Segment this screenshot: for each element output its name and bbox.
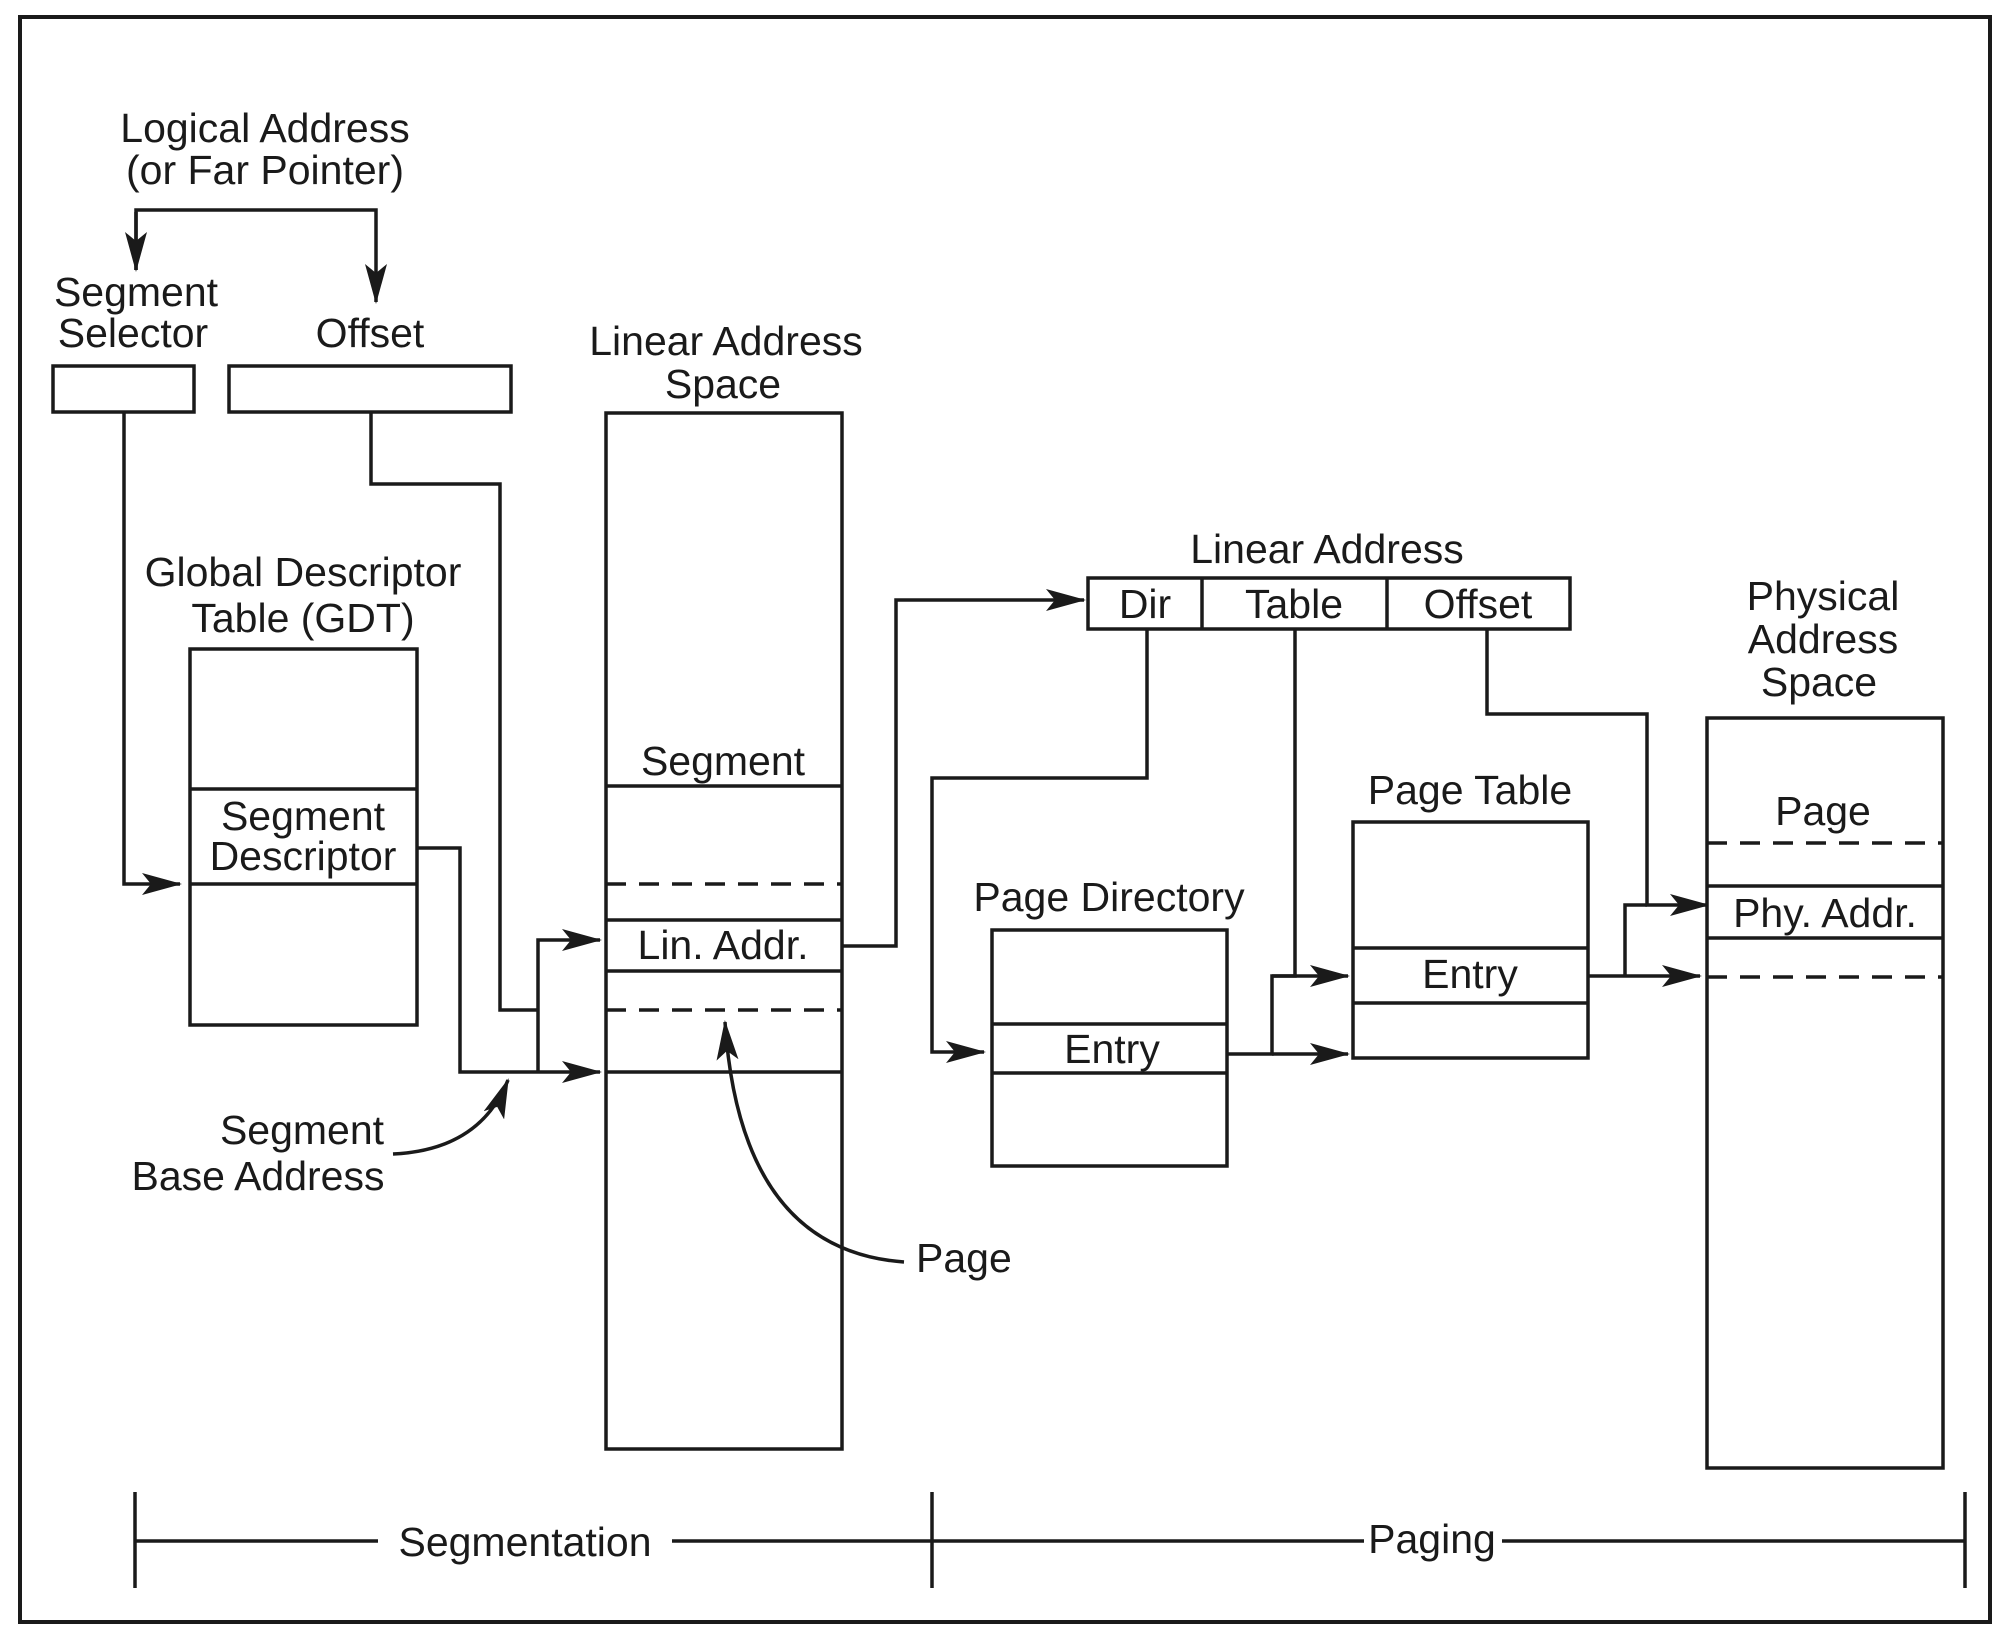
table-field-label: Table xyxy=(1245,581,1343,627)
linear-address-title: Linear Address xyxy=(1190,526,1464,572)
physical-space-subtitle-2: Space xyxy=(1761,659,1877,705)
linear-space-title: Linear Address xyxy=(589,318,863,364)
linear-space-subtitle: Space xyxy=(665,361,781,407)
segmentation-phase-label: Segmentation xyxy=(398,1519,651,1565)
lin-addr-to-linear-address-arrow xyxy=(842,589,1086,948)
page-annotation-pointer xyxy=(716,1020,905,1264)
descriptor-to-base-line xyxy=(417,846,602,1083)
page-directory-table xyxy=(990,928,1229,1168)
logical-address-sublabel: (or Far Pointer) xyxy=(126,147,404,193)
page-annotation-label: Page xyxy=(916,1235,1012,1281)
page-table-entry-label: Entry xyxy=(1422,951,1518,997)
segment-selector-label: Segment xyxy=(54,269,219,315)
segment-base-label: Segment xyxy=(220,1107,385,1153)
linear-segment-label: Segment xyxy=(641,738,806,784)
lin-addr-label: Lin. Addr. xyxy=(638,922,809,968)
offset-field-route xyxy=(1485,629,1710,916)
segment-descriptor-sublabel: Descriptor xyxy=(210,833,397,879)
directory-entry-to-table-arrow xyxy=(1227,965,1350,1056)
phy-addr-label: Phy. Addr. xyxy=(1733,890,1917,936)
page-directory-entry-label: Entry xyxy=(1064,1026,1160,1072)
outer-frame xyxy=(18,15,1992,1624)
selector-to-gdt-arrow xyxy=(122,412,182,895)
page-table-title: Page Table xyxy=(1368,767,1572,813)
page-table-table xyxy=(1351,820,1590,1060)
segment-selector-sublabel: Selector xyxy=(58,310,208,356)
dir-to-page-directory-arrow xyxy=(930,629,1149,1063)
physical-space-title: Physical xyxy=(1747,573,1900,619)
gdt-table xyxy=(188,647,419,1027)
gdt-title: Global Descriptor xyxy=(145,549,462,595)
offset-label: Offset xyxy=(316,310,425,356)
dir-field-label: Dir xyxy=(1119,581,1171,627)
segment-selector-box xyxy=(51,364,196,414)
linear-address-fields-box xyxy=(1086,576,1572,631)
adder-junction-line xyxy=(536,929,602,1072)
table-field-route xyxy=(1272,629,1297,978)
physical-page-label: Page xyxy=(1775,788,1871,834)
segment-base-pointer xyxy=(392,1078,510,1156)
linear-address-space-column xyxy=(604,411,844,1451)
physical-space-subtitle: Address xyxy=(1748,616,1898,662)
segment-descriptor-label: Segment xyxy=(221,793,386,839)
offset-route-line xyxy=(369,412,538,1012)
table-entry-junction xyxy=(1623,903,1647,976)
segment-base-sublabel: Base Address xyxy=(132,1153,385,1199)
paging-phase-label: Paging xyxy=(1368,1516,1496,1562)
offset-box xyxy=(227,364,513,414)
page-directory-title: Page Directory xyxy=(973,874,1245,920)
gdt-subtitle: Table (GDT) xyxy=(191,595,414,641)
logical-address-label: Logical Address xyxy=(120,105,409,151)
offset-field-label: Offset xyxy=(1424,581,1533,627)
